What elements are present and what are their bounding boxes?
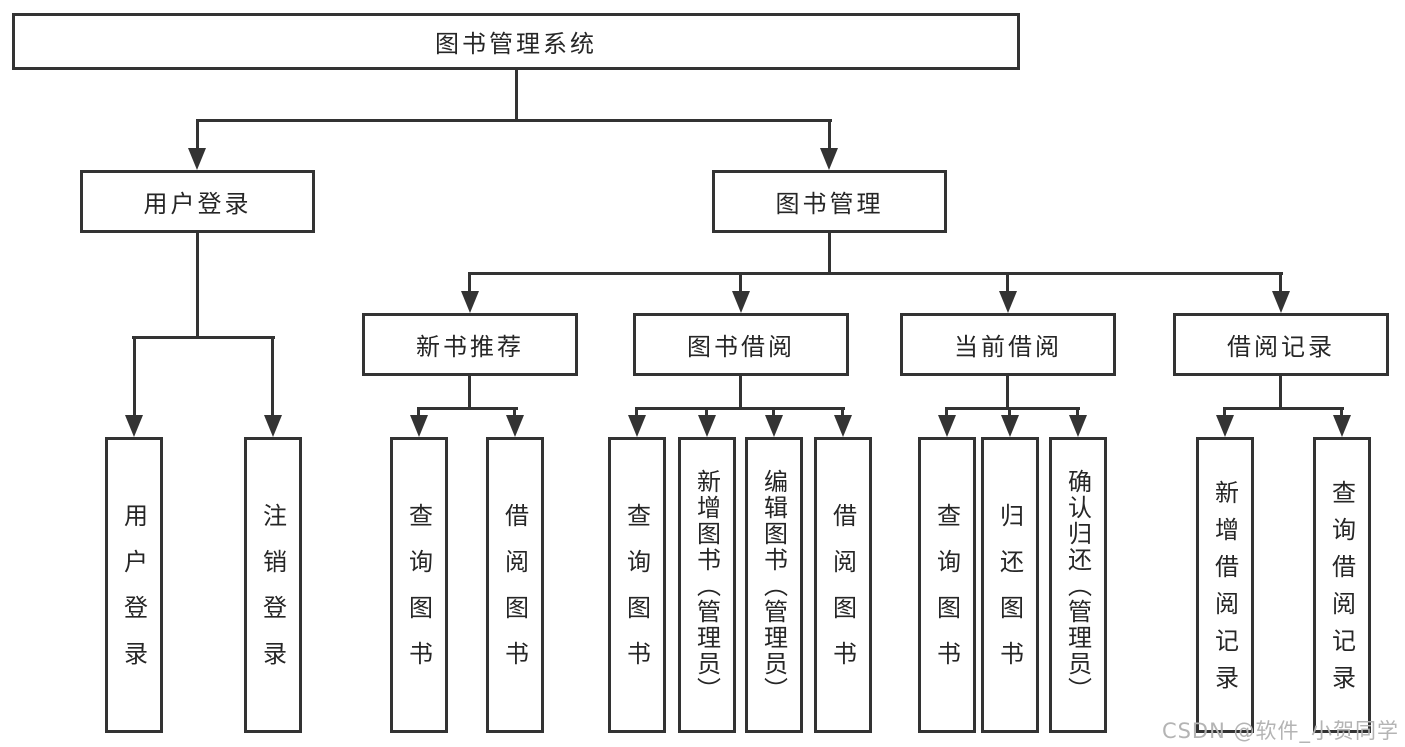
connector-line: [635, 407, 638, 418]
connector-line: [196, 119, 199, 150]
arrow-down-icon: [1333, 415, 1351, 437]
leaf-logout: 注销登录: [244, 437, 302, 733]
connector-line: [705, 407, 708, 418]
node-book-management: 图书管理: [712, 170, 947, 233]
leaf-query-books-1-label: 查询图书: [404, 503, 433, 687]
arrow-down-icon: [1001, 415, 1019, 437]
connector-line: [828, 119, 831, 150]
leaf-user-login-label: 用户登录: [119, 503, 148, 687]
arrow-down-icon: [461, 291, 479, 313]
node-current-borrow: 当前借阅: [900, 313, 1116, 376]
connector-line: [133, 336, 136, 417]
connector-line: [417, 407, 420, 418]
leaf-user-login: 用户登录: [105, 437, 163, 733]
node-root: 图书管理系统: [12, 13, 1020, 70]
leaf-query-books-1: 查询图书: [390, 437, 448, 733]
leaf-query-books-2: 查询图书: [608, 437, 666, 733]
arrow-down-icon: [698, 415, 716, 437]
connector-line: [417, 407, 518, 410]
connector-line: [841, 407, 844, 418]
connector-line: [271, 336, 274, 417]
connector-line: [1279, 376, 1282, 409]
connector-line: [1279, 272, 1282, 293]
leaf-borrow-books-1-label: 借阅图书: [500, 503, 529, 687]
leaf-add-books-admin: 新增图书（管理员）: [678, 437, 736, 733]
leaf-borrow-books-1: 借阅图书: [486, 437, 544, 733]
arrow-down-icon: [938, 415, 956, 437]
arrow-down-icon: [765, 415, 783, 437]
node-book-borrow: 图书借阅: [633, 313, 849, 376]
connector-line: [828, 233, 831, 274]
arrow-down-icon: [834, 415, 852, 437]
leaf-borrow-books-2: 借阅图书: [814, 437, 872, 733]
arrow-down-icon: [820, 148, 838, 170]
leaf-edit-books-admin-label: 编辑图书（管理员）: [759, 469, 788, 703]
connector-line: [739, 376, 742, 409]
node-book-borrow-label: 图书借阅: [687, 333, 795, 361]
connector-line: [468, 376, 471, 409]
leaf-logout-label: 注销登录: [258, 503, 287, 687]
arrow-down-icon: [188, 148, 206, 170]
node-new-book-recommend: 新书推荐: [362, 313, 578, 376]
connector-line: [1223, 407, 1226, 418]
arrow-down-icon: [1216, 415, 1234, 437]
arrow-down-icon: [506, 415, 524, 437]
leaf-return-books-label: 归还图书: [995, 503, 1024, 687]
node-new-book-recommend-label: 新书推荐: [416, 333, 524, 361]
connector-line: [1006, 272, 1009, 293]
connector-line: [1006, 376, 1009, 409]
leaf-query-borrow-record-label: 查询借阅记录: [1327, 480, 1356, 702]
connector-line: [945, 407, 1080, 410]
arrow-down-icon: [628, 415, 646, 437]
connector-line: [196, 233, 199, 338]
connector-line: [1223, 407, 1344, 410]
connector-line: [132, 336, 275, 339]
leaf-query-books-2-label: 查询图书: [622, 503, 651, 687]
connector-line: [468, 272, 471, 293]
arrow-down-icon: [1272, 291, 1290, 313]
connector-line: [468, 272, 1283, 275]
leaf-return-books: 归还图书: [981, 437, 1039, 733]
connector-line: [1076, 407, 1079, 418]
leaf-edit-books-admin: 编辑图书（管理员）: [745, 437, 803, 733]
connector-line: [196, 119, 832, 122]
arrow-down-icon: [732, 291, 750, 313]
node-book-management-label: 图书管理: [775, 190, 884, 218]
connector-line: [513, 407, 516, 418]
connector-line: [945, 407, 948, 418]
node-root-label: 图书管理系统: [435, 30, 597, 58]
node-user-login: 用户登录: [80, 170, 315, 233]
node-current-borrow-label: 当前借阅: [954, 333, 1062, 361]
leaf-add-borrow-record: 新增借阅记录: [1196, 437, 1254, 733]
connector-line: [1008, 407, 1011, 418]
arrow-down-icon: [999, 291, 1017, 313]
arrow-down-icon: [264, 415, 282, 437]
leaf-query-borrow-record: 查询借阅记录: [1313, 437, 1371, 733]
connector-line: [1340, 407, 1343, 418]
connector-line: [635, 407, 845, 410]
leaf-query-books-3-label: 查询图书: [932, 503, 961, 687]
watermark: CSDN @软件_小贺同学: [1161, 719, 1399, 743]
leaf-borrow-books-2-label: 借阅图书: [828, 503, 857, 687]
node-borrow-records: 借阅记录: [1173, 313, 1389, 376]
node-user-login-label: 用户登录: [143, 190, 252, 218]
node-borrow-records-label: 借阅记录: [1227, 333, 1335, 361]
arrow-down-icon: [1069, 415, 1087, 437]
leaf-query-books-3: 查询图书: [918, 437, 976, 733]
leaf-confirm-return-admin-label: 确认归还（管理员）: [1063, 469, 1092, 703]
leaf-add-books-admin-label: 新增图书（管理员）: [692, 469, 721, 703]
arrow-down-icon: [125, 415, 143, 437]
arrow-down-icon: [410, 415, 428, 437]
connector-line: [515, 70, 518, 121]
connector-line: [772, 407, 775, 418]
leaf-add-borrow-record-label: 新增借阅记录: [1210, 480, 1239, 702]
leaf-confirm-return-admin: 确认归还（管理员）: [1049, 437, 1107, 733]
connector-line: [739, 272, 742, 293]
